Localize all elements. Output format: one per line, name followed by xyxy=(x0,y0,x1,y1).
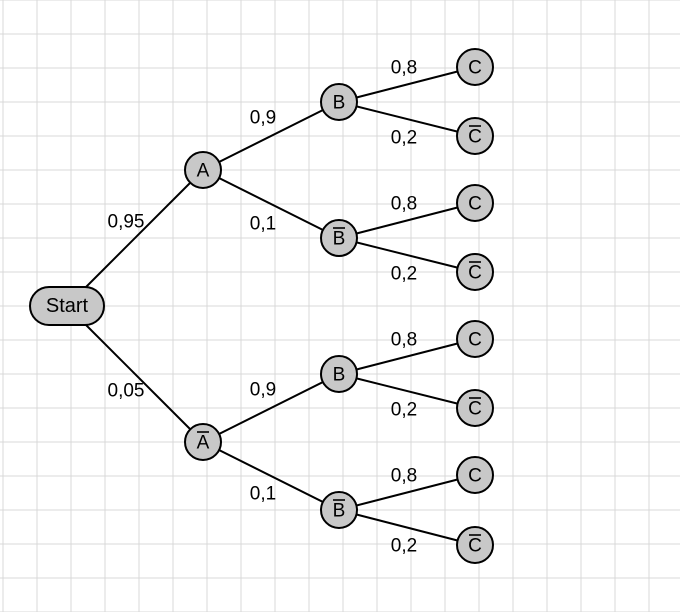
tree-edge xyxy=(338,509,476,546)
probability-label: 0,8 xyxy=(391,330,417,351)
node-circle xyxy=(456,526,494,564)
node-level3: C xyxy=(456,48,494,86)
node-circle xyxy=(456,48,494,86)
start-pill xyxy=(29,286,105,326)
node-level3: C xyxy=(456,117,494,155)
node-label: B xyxy=(333,93,346,114)
start-label: Start xyxy=(46,295,89,317)
probability-label: 0,95 xyxy=(108,212,145,233)
tree-edge xyxy=(338,338,476,375)
probability-label: 0,1 xyxy=(250,484,276,505)
start-node: Start xyxy=(29,286,105,326)
node-label: C xyxy=(468,263,482,284)
node-level3: C xyxy=(456,389,494,427)
node-circle xyxy=(456,253,494,291)
node-circle xyxy=(320,219,358,257)
tree-edge xyxy=(66,169,204,307)
probability-labels: 0,95 0,05 0,9 0,1 0,9 0,1 0,8 0,2 0,8 0,2 0,8 0,2 0,… xyxy=(108,58,418,557)
node-level3: C xyxy=(456,526,494,564)
tree-edge xyxy=(202,441,340,511)
node-circle xyxy=(184,423,222,461)
node-level3: C xyxy=(456,320,494,358)
node-level2: B xyxy=(320,219,358,257)
node-label: C xyxy=(468,194,482,215)
node-label: B xyxy=(333,501,346,522)
node-label: A xyxy=(197,161,210,182)
probability-label: 0,8 xyxy=(391,194,417,215)
tree-edge xyxy=(202,169,340,239)
node-circle xyxy=(320,83,358,121)
node-label: C xyxy=(468,466,482,487)
node-level2: B xyxy=(320,491,358,529)
tree-edge xyxy=(338,66,476,103)
probability-label: 0,2 xyxy=(391,264,417,285)
node-label: A xyxy=(197,433,210,454)
node-circle xyxy=(320,355,358,393)
probability-label: 0,8 xyxy=(391,58,417,79)
probability-label: 0,05 xyxy=(108,381,145,402)
node-level1: A xyxy=(184,151,222,189)
tree-edge xyxy=(338,101,476,137)
node-level3: C xyxy=(456,456,494,494)
probability-label: 0,2 xyxy=(391,536,417,557)
node-label: B xyxy=(333,229,346,250)
node-circle xyxy=(320,491,358,529)
node-level3: C xyxy=(456,253,494,291)
probability-label: 0,1 xyxy=(250,214,276,235)
node-circle xyxy=(456,389,494,427)
tree-edge xyxy=(338,474,476,511)
node-label: C xyxy=(468,58,482,79)
node-level3: C xyxy=(456,184,494,222)
probability-label: 0,2 xyxy=(391,128,417,149)
node-label: C xyxy=(468,399,482,420)
node-level1: A xyxy=(184,423,222,461)
tree-edge xyxy=(338,373,476,409)
tree-edge xyxy=(338,202,476,239)
node-label: C xyxy=(468,536,482,557)
tree-edge xyxy=(66,305,204,443)
tree-edges xyxy=(66,66,476,546)
node-circle xyxy=(456,117,494,155)
tree-edge xyxy=(202,101,340,171)
node-label: B xyxy=(333,365,346,386)
tree-edge xyxy=(202,373,340,443)
probability-label: 0,9 xyxy=(250,108,276,129)
node-label: C xyxy=(468,127,482,148)
node-circle xyxy=(456,320,494,358)
node-circle xyxy=(456,456,494,494)
node-level2: B xyxy=(320,83,358,121)
probability-label: 0,2 xyxy=(391,400,417,421)
node-circle xyxy=(456,184,494,222)
probability-label: 0,8 xyxy=(391,466,417,487)
node-label: C xyxy=(468,330,482,351)
tree-edge xyxy=(338,237,476,273)
probability-label: 0,9 xyxy=(250,380,276,401)
node-circle xyxy=(184,151,222,189)
node-level2: B xyxy=(320,355,358,393)
